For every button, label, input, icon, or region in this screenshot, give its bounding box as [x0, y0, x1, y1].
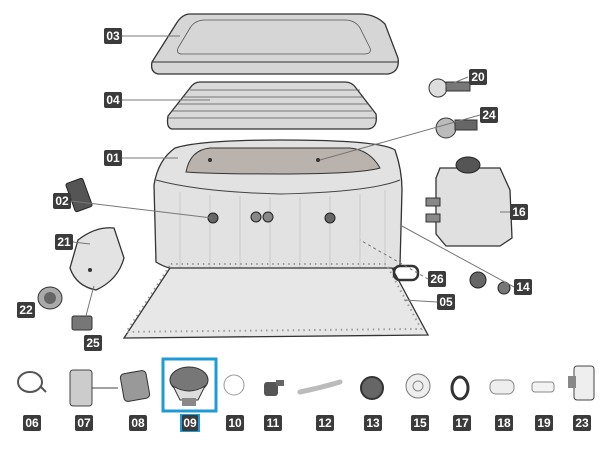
svg-text:01: 01	[106, 151, 120, 165]
callout-10[interactable]: 10	[226, 415, 244, 431]
callout-12[interactable]: 12	[316, 415, 334, 431]
svg-text:14: 14	[516, 280, 530, 294]
svg-text:23: 23	[575, 416, 589, 430]
part-17-nut[interactable]	[450, 375, 470, 401]
callout-01[interactable]: 01	[104, 150, 122, 166]
svg-text:06: 06	[25, 416, 39, 430]
svg-text:19: 19	[537, 416, 551, 430]
part-07-filter-housing[interactable]	[69, 369, 118, 407]
part-03-cover[interactable]	[150, 13, 399, 75]
part-08-filter-cartridge[interactable]	[119, 370, 151, 402]
svg-text:05: 05	[439, 295, 453, 309]
part-13-cap[interactable]	[360, 376, 384, 400]
svg-text:07: 07	[77, 416, 91, 430]
callout-11[interactable]: 11	[264, 415, 282, 431]
callout-22[interactable]: 22	[17, 302, 35, 318]
part-22-air-valve[interactable]	[37, 286, 63, 310]
callout-25[interactable]: 25	[84, 335, 102, 351]
svg-text:10: 10	[228, 416, 242, 430]
svg-text:11: 11	[267, 416, 280, 430]
part-23-valve-cap[interactable]	[568, 365, 595, 401]
svg-text:16: 16	[512, 205, 526, 219]
part-14-strainer-connector[interactable]	[469, 271, 511, 295]
svg-text:22: 22	[19, 303, 33, 317]
svg-text:21: 21	[57, 235, 71, 249]
callout-23[interactable]: 23	[573, 415, 591, 431]
svg-text:08: 08	[131, 416, 145, 430]
svg-text:04: 04	[106, 93, 120, 107]
part-24-jet-nozzle[interactable]	[435, 117, 478, 139]
svg-text:12: 12	[318, 416, 332, 430]
svg-text:17: 17	[455, 416, 469, 430]
callout-04[interactable]: 04	[104, 92, 122, 108]
callout-06[interactable]: 06	[23, 415, 41, 431]
callout-09-selected[interactable]: 09	[180, 414, 200, 432]
callout-19[interactable]: 19	[535, 415, 553, 431]
callout-26[interactable]: 26	[428, 271, 446, 287]
callout-13[interactable]: 13	[364, 415, 382, 431]
part-25-buckle[interactable]	[71, 285, 95, 331]
svg-text:13: 13	[366, 416, 380, 430]
svg-text:26: 26	[430, 272, 444, 286]
part-20-jet-nozzle[interactable]	[428, 78, 471, 98]
svg-text:18: 18	[497, 416, 511, 430]
part-04-insulation-mat[interactable]	[166, 81, 377, 130]
part-06-hose[interactable]	[17, 371, 47, 393]
part-10-cap[interactable]	[223, 374, 245, 396]
accessory-row	[17, 357, 595, 413]
svg-text:02: 02	[55, 194, 69, 208]
part-11-plug[interactable]	[264, 380, 284, 396]
callout-16[interactable]: 16	[510, 204, 528, 220]
part-21-headrest[interactable]	[69, 227, 125, 291]
callout-03[interactable]: 03	[104, 28, 122, 44]
callout-17[interactable]: 17	[453, 415, 471, 431]
callout-24[interactable]: 24	[480, 107, 498, 123]
svg-text:09: 09	[183, 416, 197, 430]
svg-text:25: 25	[86, 336, 100, 350]
svg-text:20: 20	[471, 70, 485, 84]
part-09-chemical-floater[interactable]	[161, 357, 218, 413]
leader-lines	[70, 35, 515, 303]
callout-15[interactable]: 15	[411, 415, 429, 431]
svg-text:03: 03	[106, 29, 120, 43]
part-01-spa-body[interactable]	[153, 139, 403, 281]
callout-08[interactable]: 08	[129, 415, 147, 431]
svg-text:24: 24	[482, 108, 496, 122]
part-16-pump[interactable]	[425, 156, 513, 247]
callout-02[interactable]: 02	[53, 193, 71, 209]
callout-05[interactable]: 05	[437, 294, 455, 310]
callout-14[interactable]: 14	[514, 279, 532, 295]
part-19-adapter[interactable]	[531, 381, 555, 393]
svg-text:15: 15	[413, 416, 427, 430]
part-18-connector[interactable]	[489, 379, 515, 395]
parts-row-labels: 06 07 08 09 10 11 12 13 15 17 18 19 23	[23, 414, 591, 432]
part-12-wrench[interactable]	[297, 379, 343, 395]
callout-18[interactable]: 18	[495, 415, 513, 431]
part-15-seal[interactable]	[405, 373, 431, 399]
part-05-ground-cloth[interactable]	[122, 262, 430, 339]
callout-20[interactable]: 20	[469, 69, 487, 85]
callout-21[interactable]: 21	[55, 234, 73, 250]
callout-07[interactable]: 07	[75, 415, 93, 431]
